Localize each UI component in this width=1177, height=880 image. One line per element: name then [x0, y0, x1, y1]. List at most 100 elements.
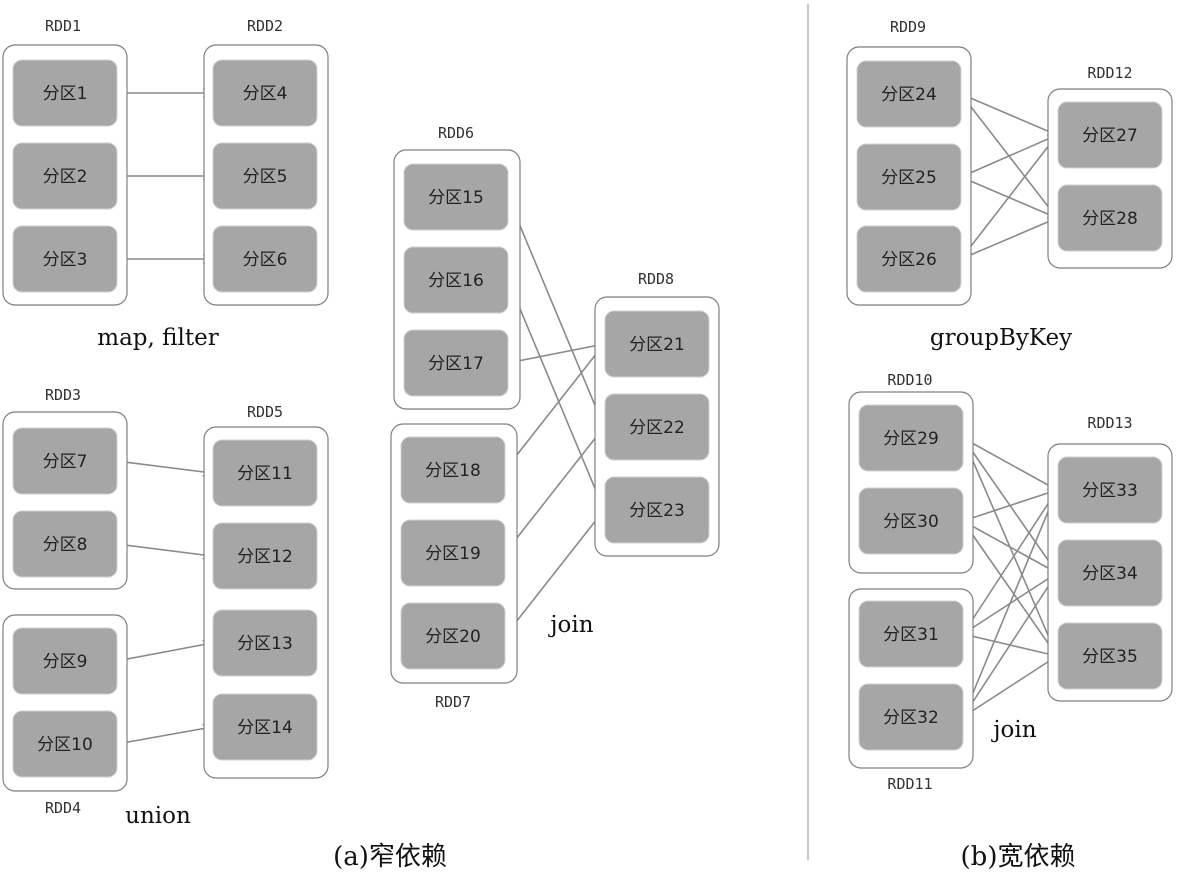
- partition-label: 分区19: [425, 544, 481, 564]
- partition-box: [212, 609, 318, 677]
- partition-box: [400, 519, 506, 587]
- partition-box: [1057, 622, 1163, 690]
- partition-box: [12, 510, 118, 578]
- rdd-label: RDD13: [1087, 414, 1132, 432]
- partition-label: 分区31: [883, 625, 939, 645]
- dependency-arrow: [962, 490, 1057, 522]
- section-title-narrow: (a)窄依赖: [333, 842, 447, 872]
- dependency-arrow: [116, 543, 212, 556]
- rdd-rdd7: RDD7 分区18 分区19 分区20: [390, 423, 518, 711]
- rdd-label: RDD7: [435, 693, 471, 711]
- partition-box: [856, 225, 962, 293]
- partition-box: [212, 439, 318, 507]
- partition-label: 分区35: [1082, 647, 1138, 667]
- partition-label: 分区29: [883, 429, 939, 449]
- partition-box: [212, 225, 318, 293]
- partition-box: [858, 487, 964, 555]
- caption-union: union: [125, 803, 191, 829]
- partition-label: 分区27: [1082, 126, 1138, 146]
- partition-label: 分区12: [237, 547, 293, 567]
- partition-box: [212, 59, 318, 127]
- dependency-arrow: [504, 510, 604, 637]
- dependency-arrow: [507, 279, 604, 510]
- partition-box: [1057, 539, 1163, 607]
- dependency-arrow: [962, 520, 1057, 573]
- partition-label: 分区20: [425, 627, 481, 647]
- rdd-boxes: RDD1分区1分区2分区3RDD2分区4分区5分区6RDD3分区7分区8RDD4…: [2, 17, 1173, 817]
- partition-box: [1057, 456, 1163, 524]
- partition-box: [403, 246, 509, 314]
- dependency-arrow: [960, 135, 1057, 178]
- partition-label: 分区2: [43, 167, 88, 187]
- rdd-label: RDD1: [45, 17, 81, 35]
- partition-label: 分区5: [243, 167, 288, 187]
- rdd-label: RDD12: [1087, 64, 1132, 82]
- partition-box: [400, 602, 506, 670]
- rdd-rdd13: RDD13 分区33 分区34 分区35: [1047, 414, 1173, 702]
- partition-box: [856, 143, 962, 211]
- dependency-arrow: [116, 460, 212, 473]
- dependency-arrow: [507, 196, 604, 427]
- partition-box: [212, 142, 318, 210]
- dependency-arrow: [962, 573, 1057, 718]
- rdd-label: RDD8: [638, 270, 674, 288]
- caption-groupbykey: groupByKey: [930, 325, 1072, 351]
- dependency-arrow: [504, 427, 604, 554]
- rdd-rdd12: RDD12 分区27 分区28: [1047, 64, 1173, 269]
- rdd-rdd11: RDD11 分区31 分区32: [848, 588, 974, 793]
- rdd-rdd10: RDD10 分区29 分区30: [848, 371, 974, 574]
- partition-label: 分区4: [243, 84, 288, 104]
- dependency-arrow: [504, 344, 604, 471]
- partition-box: [858, 404, 964, 472]
- dependency-arrow: [962, 656, 1057, 718]
- partition-label: 分区32: [883, 708, 939, 728]
- dependency-arrow: [116, 643, 212, 662]
- partition-label: 分区1: [43, 84, 88, 104]
- partition-box: [12, 627, 118, 695]
- rdd-container: [203, 426, 329, 779]
- partition-label: 分区34: [1082, 564, 1138, 584]
- partition-box: [403, 329, 509, 397]
- partition-box: [12, 59, 118, 127]
- partition-box: [858, 683, 964, 751]
- dependency-arrow: [116, 727, 212, 745]
- partition-box: [12, 710, 118, 778]
- partition-label: 分区28: [1082, 209, 1138, 229]
- dependency-arrow: [960, 93, 1057, 135]
- partition-box: [858, 600, 964, 668]
- partition-label: 分区14: [237, 718, 293, 738]
- partition-box: [12, 225, 118, 293]
- partition-label: 分区18: [425, 461, 481, 481]
- partition-label: 分区33: [1082, 481, 1138, 501]
- partition-label: 分区13: [237, 634, 293, 654]
- rdd-label: RDD11: [887, 775, 932, 793]
- partition-box: [212, 522, 318, 590]
- partition-label: 分区30: [883, 512, 939, 532]
- partition-label: 分区24: [881, 85, 937, 105]
- partition-box: [400, 436, 506, 504]
- partition-label: 分区17: [428, 354, 484, 374]
- rdd-label: RDD10: [887, 371, 932, 389]
- partition-box: [12, 142, 118, 210]
- partition-box: [212, 693, 318, 761]
- partition-box: [856, 60, 962, 128]
- caption-join-narrow: join: [547, 612, 593, 638]
- partition-box: [604, 393, 710, 461]
- dependency-edges: [116, 93, 1057, 745]
- partition-box: [604, 476, 710, 544]
- partition-label: 分区15: [428, 188, 484, 208]
- rdd-rdd1: RDD1 分区1 分区2 分区3: [2, 17, 128, 306]
- partition-box: [1057, 184, 1163, 252]
- partition-label: 分区9: [43, 652, 88, 672]
- partition-label: 分区3: [43, 250, 88, 270]
- partition-box: [604, 310, 710, 378]
- partition-label: 分区8: [43, 535, 88, 555]
- partition-label: 分区23: [629, 501, 685, 521]
- dependency-arrow: [962, 490, 1057, 635]
- partition-label: 分区22: [629, 418, 685, 438]
- partition-label: 分区25: [881, 168, 937, 188]
